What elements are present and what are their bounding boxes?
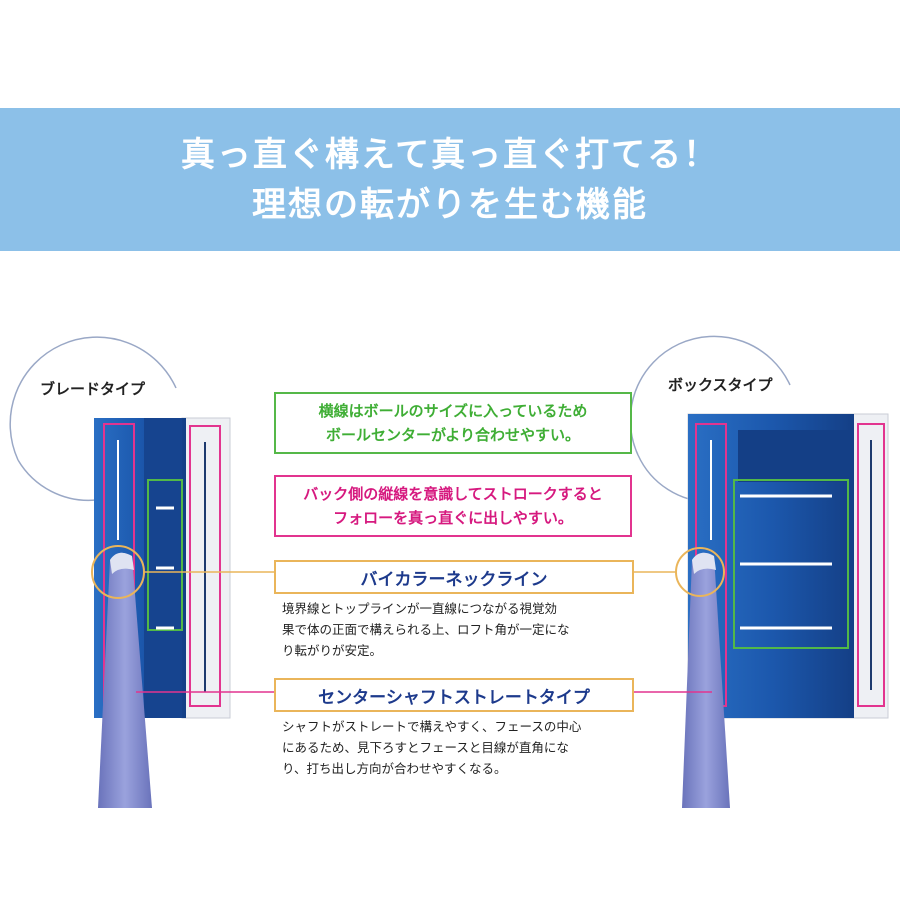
desc-line: り転がりが安定。 (282, 643, 383, 658)
blade-type-label: ブレードタイプ (40, 380, 146, 398)
blade-putter-graphic (9, 336, 231, 808)
feature-title-bicolor-neckline: バイカラーネックライン (274, 560, 634, 594)
desc-line: 境界線とトップラインが一直線につながる視覚効 (282, 601, 558, 616)
box-type-label: ボックスタイプ (668, 376, 773, 394)
green-note-line-1: 横線はボールのサイズに入っているため (318, 402, 588, 420)
banner-title-line-2: 理想の転がりを生む機能 (252, 184, 648, 225)
blade-label-arc (9, 336, 177, 461)
feature-desc-center-shaft: シャフトがストレートで構えやすく、フェースの中心 にあるため、見下ろすとフェース… (282, 716, 581, 779)
green-note-line-2: ボールセンターがより合わせやすい。 (326, 426, 580, 444)
banner-title-line-1: 真っ直ぐ構えて真っ直ぐ打てる！ (180, 134, 720, 175)
title-banner: 真っ直ぐ構えて真っ直ぐ打てる！ 理想の転がりを生む機能 (0, 108, 900, 251)
desc-line: 果で体の正面で構えられる上、ロフト角が一定にな (282, 622, 570, 637)
horizontal-line-note: 横線はボールのサイズに入っているため ボールセンターがより合わせやすい。 (274, 392, 632, 454)
box-putter-graphic (629, 335, 889, 808)
vertical-line-note: バック側の縦線を意識してストロークすると フォローを真っ直ぐに出しやすい。 (274, 475, 632, 537)
feature-title-center-shaft: センターシャフトストレートタイプ (274, 678, 634, 712)
desc-line: り、打ち出し方向が合わせやすくなる。 (282, 761, 507, 776)
desc-line: にあるため、見下ろすとフェースと目線が直角にな (282, 740, 569, 755)
pink-note-line-2: フォローを真っ直ぐに出しやすい。 (333, 509, 573, 527)
desc-line: シャフトがストレートで構えやすく、フェースの中心 (282, 719, 582, 734)
feature-desc-bicolor-neckline: 境界線とトップラインが一直線につながる視覚効 果で体の正面で構えられる上、ロフト… (282, 598, 570, 661)
callout-connectors (136, 571, 712, 693)
pink-note-line-1: バック側の縦線を意識してストロークすると (303, 485, 603, 503)
